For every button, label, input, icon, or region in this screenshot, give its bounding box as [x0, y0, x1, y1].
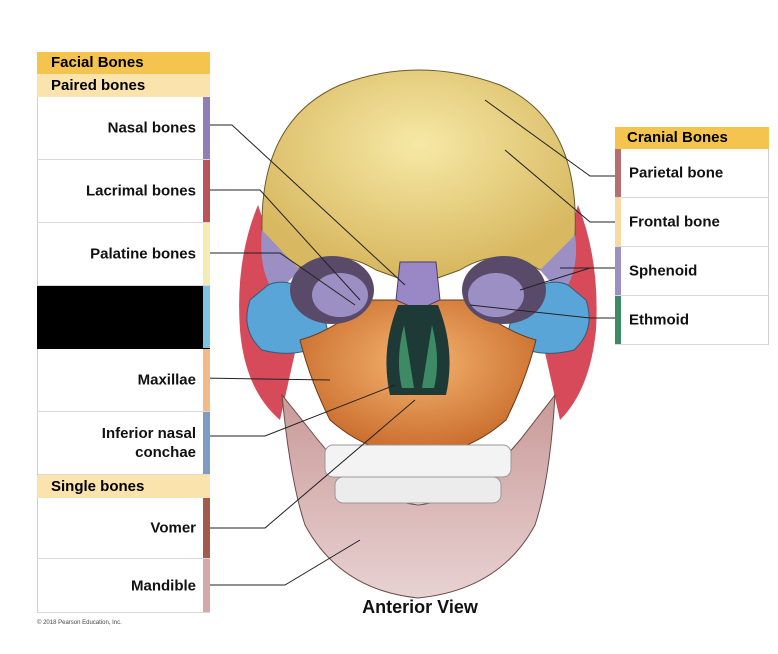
facial-bones-panel: Facial Bones Paired bones Nasal bones La… — [37, 52, 210, 613]
label-row-lacrimal: Lacrimal bones — [37, 160, 210, 223]
label-row-sphenoid: Sphenoid — [615, 247, 769, 296]
color-swatch — [203, 160, 210, 222]
facial-bones-title: Facial Bones — [37, 52, 210, 74]
frontal-shape — [261, 69, 576, 286]
label-row-frontal: Frontal bone — [615, 198, 769, 247]
single-bones-heading: Single bones — [37, 475, 210, 498]
lower-teeth — [334, 476, 502, 504]
color-swatch — [615, 296, 621, 344]
label-row-vomer: Vomer — [37, 498, 210, 559]
label-frontal-bone: Frontal bone — [629, 213, 720, 231]
color-swatch — [203, 349, 210, 411]
nasal-cavity — [386, 305, 450, 395]
label-lacrimal-bones: Lacrimal bones — [85, 182, 196, 200]
view-caption: Anterior View — [362, 597, 478, 617]
label-row-parietal: Parietal bone — [615, 149, 769, 198]
label-palatine-bones: Palatine bones — [90, 245, 196, 263]
label-row-ethmoid: Ethmoid — [615, 296, 769, 345]
sphenoid-right — [540, 235, 577, 295]
label-parietal-bone: Parietal bone — [629, 164, 724, 182]
label-sphenoid: Sphenoid — [629, 262, 698, 280]
color-swatch — [203, 559, 210, 612]
label-row-conchae: Inferior nasal conchae — [37, 412, 210, 475]
label-row-palatine: Palatine bones — [37, 223, 210, 286]
mandible-shape — [281, 393, 556, 599]
label-nasal-bones: Nasal bones — [107, 119, 196, 137]
color-swatch — [203, 97, 210, 159]
color-swatch — [615, 247, 621, 295]
label-ethmoid: Ethmoid — [629, 311, 689, 329]
label-maxillae: Maxillae — [137, 371, 196, 389]
label-inferior-nasal-conchae: Inferior nasal conchae — [101, 425, 196, 461]
label-row-redacted — [37, 286, 210, 349]
color-swatch — [203, 498, 210, 558]
label-row-maxillae: Maxillae — [37, 349, 210, 412]
color-swatch — [203, 223, 210, 285]
label-mandible: Mandible — [130, 577, 196, 594]
color-swatch — [203, 412, 210, 474]
color-swatch — [615, 149, 621, 197]
cranial-bones-panel: Cranial Bones Parietal bone Frontal bone… — [615, 127, 769, 345]
sphenoid-left — [261, 230, 300, 295]
nasal-bones — [395, 261, 441, 311]
upper-teeth — [324, 444, 512, 478]
cranial-bones-title: Cranial Bones — [615, 127, 769, 149]
label-vomer: Vomer — [150, 519, 196, 537]
label-row-nasal: Nasal bones — [37, 97, 210, 160]
label-row-mandible: Mandible — [37, 559, 210, 613]
paired-bones-heading: Paired bones — [37, 74, 210, 97]
copyright-notice: © 2018 Pearson Education, Inc. — [37, 620, 122, 626]
color-swatch — [615, 198, 621, 246]
color-swatch — [203, 286, 210, 348]
